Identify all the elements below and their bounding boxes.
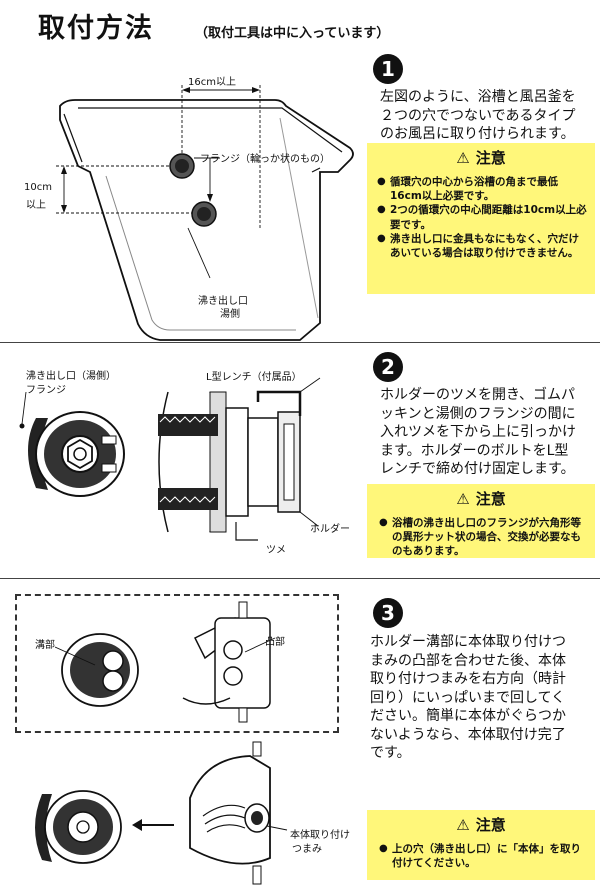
outlet-flange-label-2: フランジ bbox=[26, 385, 66, 396]
step-1-number: 1 bbox=[373, 54, 403, 84]
warning-icon: ⚠ bbox=[456, 490, 470, 508]
outlet-leader-lines bbox=[19, 391, 27, 429]
holder-label: ホルダー bbox=[310, 524, 350, 535]
caution-item: 2つの循環穴の中心間距離は10cm以上必要です。 bbox=[377, 203, 587, 231]
wrench-label: L型レンチ（付属品） bbox=[206, 372, 302, 383]
page-subtitle: （取付工具は中に入っています） bbox=[195, 26, 390, 41]
arrow-left-icon bbox=[132, 819, 174, 831]
section-divider bbox=[0, 342, 600, 343]
step-2-text: ホルダーのツメを開き、ゴムパ ッキンと湯側のフランジの間に 入れツメを下から上に… bbox=[380, 387, 576, 477]
bathtub-diagram bbox=[56, 85, 354, 341]
flange-diagram bbox=[28, 411, 125, 497]
caution-item: 浴槽の沸き出し口のフランジが六角形等の異形ナット状の場合、交換が必要なものもあり… bbox=[379, 516, 587, 559]
step-3-number: 3 bbox=[373, 598, 403, 628]
step-1-text: 左図のように、浴槽と風呂釜を ２つの穴でつないであるタイプ のお風呂に取り付けら… bbox=[380, 89, 576, 142]
detail-dashed-box bbox=[15, 594, 339, 733]
flange-label: フランジ（輪っか状のもの） bbox=[200, 154, 330, 165]
outlet-label-1: 沸き出し口 bbox=[198, 296, 248, 307]
section-divider bbox=[0, 578, 600, 579]
heater-body-diagram bbox=[189, 741, 288, 885]
warning-icon: ⚠ bbox=[456, 149, 470, 167]
outlet-flange-label-1: 沸き出し口（湯側） bbox=[26, 371, 116, 382]
outlet-label-2: 湯側 bbox=[220, 309, 240, 320]
knob-label-2: つまみ bbox=[292, 844, 322, 855]
caution-item: 循環穴の中心から浴槽の角まで最低16cm以上必要です。 bbox=[377, 175, 587, 203]
step-3-caution-box: ⚠注意 上の穴（沸き出し口）に「本体」を取り付けてください。 bbox=[367, 810, 595, 880]
holder-groove-diagram bbox=[55, 633, 139, 707]
step-2-caution-box: ⚠注意 浴槽の沸き出し口のフランジが六角形等の異形ナット状の場合、交換が必要なも… bbox=[367, 484, 595, 558]
width-dimension-label: 16cm以上 bbox=[188, 77, 236, 88]
boss-label: 凸部 bbox=[265, 637, 285, 648]
page-title: 取付方法 bbox=[38, 13, 154, 44]
warning-icon: ⚠ bbox=[456, 816, 470, 834]
groove-label: 溝部 bbox=[35, 640, 55, 651]
holder-section-diagram bbox=[158, 377, 321, 541]
height-dimension-label-2: 以上 bbox=[26, 200, 46, 211]
step-2-number: 2 bbox=[373, 352, 403, 382]
knob-label-1: 本体取り付け bbox=[290, 830, 350, 841]
step-3-text: ホルダー溝部に本体取り付けつ まみの凸部を合わせた後、本体 取り付けつまみを右方… bbox=[370, 634, 566, 761]
claw-label: ツメ bbox=[266, 545, 286, 556]
step-1-caution-box: ⚠注意 循環穴の中心から浴槽の角まで最低16cm以上必要です。 2つの循環穴の中… bbox=[367, 143, 595, 294]
body-knob-diagram bbox=[182, 601, 276, 723]
caution-item: 上の穴（沸き出し口）に「本体」を取り付けてください。 bbox=[379, 842, 587, 870]
attached-outlet-diagram bbox=[35, 790, 122, 864]
caution-item: 沸き出し口に金具もなにもなく、穴だけあいている場合は取り付けできません。 bbox=[377, 232, 587, 260]
height-dimension-label-1: 10cm bbox=[24, 182, 52, 193]
